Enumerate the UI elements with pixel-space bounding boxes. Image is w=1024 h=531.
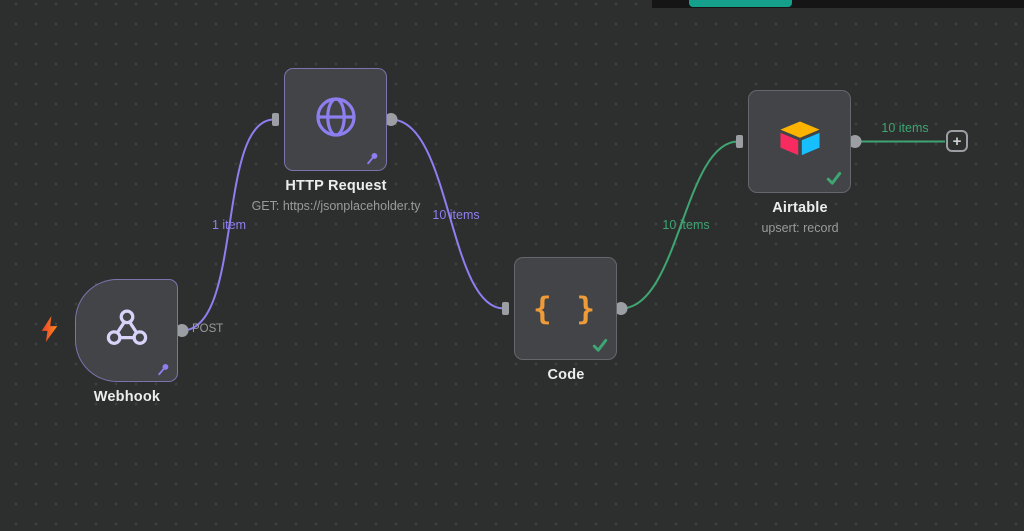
code-input-endpoint[interactable] bbox=[502, 302, 509, 315]
trigger-bolt-icon bbox=[41, 316, 58, 347]
connection-webhook-http[interactable] bbox=[181, 118, 275, 332]
code-braces-icon: { } bbox=[533, 290, 598, 327]
add-node-button[interactable]: + bbox=[946, 130, 968, 152]
pin-icon bbox=[366, 152, 379, 165]
node-code-box[interactable]: { } bbox=[514, 257, 617, 360]
node-webhook-box[interactable] bbox=[75, 279, 178, 382]
connection-label: 10 items bbox=[881, 121, 929, 135]
connection-label: 1 item bbox=[211, 218, 247, 232]
node-subtitle: GET: https://jsonplaceholder.ty bbox=[251, 199, 421, 213]
airtable-logo bbox=[778, 120, 822, 163]
pin-icon bbox=[157, 363, 170, 376]
http-input-endpoint[interactable] bbox=[272, 113, 279, 126]
node-http-request-box[interactable] bbox=[284, 68, 387, 171]
node-webhook: Webhook bbox=[75, 279, 178, 405]
code-output-endpoint[interactable] bbox=[614, 302, 628, 315]
connection-label: 10 items bbox=[432, 208, 480, 222]
airtable-input-endpoint[interactable] bbox=[736, 135, 743, 148]
node-title: Airtable bbox=[772, 200, 828, 216]
success-check-icon bbox=[592, 337, 608, 353]
node-airtable-box[interactable] bbox=[748, 90, 851, 193]
connection-label: 10 items bbox=[662, 218, 710, 232]
node-subtitle: upsert: record bbox=[761, 221, 839, 235]
webhook-output-endpoint[interactable] bbox=[175, 324, 189, 337]
node-airtable: Airtable upsert: record bbox=[748, 90, 851, 235]
connection-code-airtable[interactable] bbox=[620, 140, 739, 310]
node-caption: Webhook bbox=[17, 389, 237, 405]
node-code: { } Code bbox=[514, 257, 617, 383]
connection-http-code[interactable] bbox=[390, 118, 505, 310]
node-caption: Airtable upsert: record bbox=[690, 200, 910, 235]
node-caption: HTTP Request GET: https://jsonplaceholde… bbox=[226, 178, 446, 213]
globe-icon bbox=[312, 93, 360, 146]
node-title: HTTP Request bbox=[285, 178, 387, 194]
top-panel-edge bbox=[652, 0, 1024, 8]
webhook-icon bbox=[104, 305, 150, 356]
airtable-output-endpoint[interactable] bbox=[848, 135, 862, 148]
node-title: Code bbox=[547, 367, 585, 383]
webhook-method-badge: POST bbox=[192, 323, 224, 335]
node-http-request: HTTP Request GET: https://jsonplaceholde… bbox=[252, 68, 420, 213]
success-check-icon bbox=[826, 170, 842, 186]
node-caption: Code bbox=[456, 367, 676, 383]
top-panel-button-edge[interactable] bbox=[689, 0, 792, 7]
node-title: Webhook bbox=[93, 389, 161, 405]
http-output-endpoint[interactable] bbox=[384, 113, 398, 126]
